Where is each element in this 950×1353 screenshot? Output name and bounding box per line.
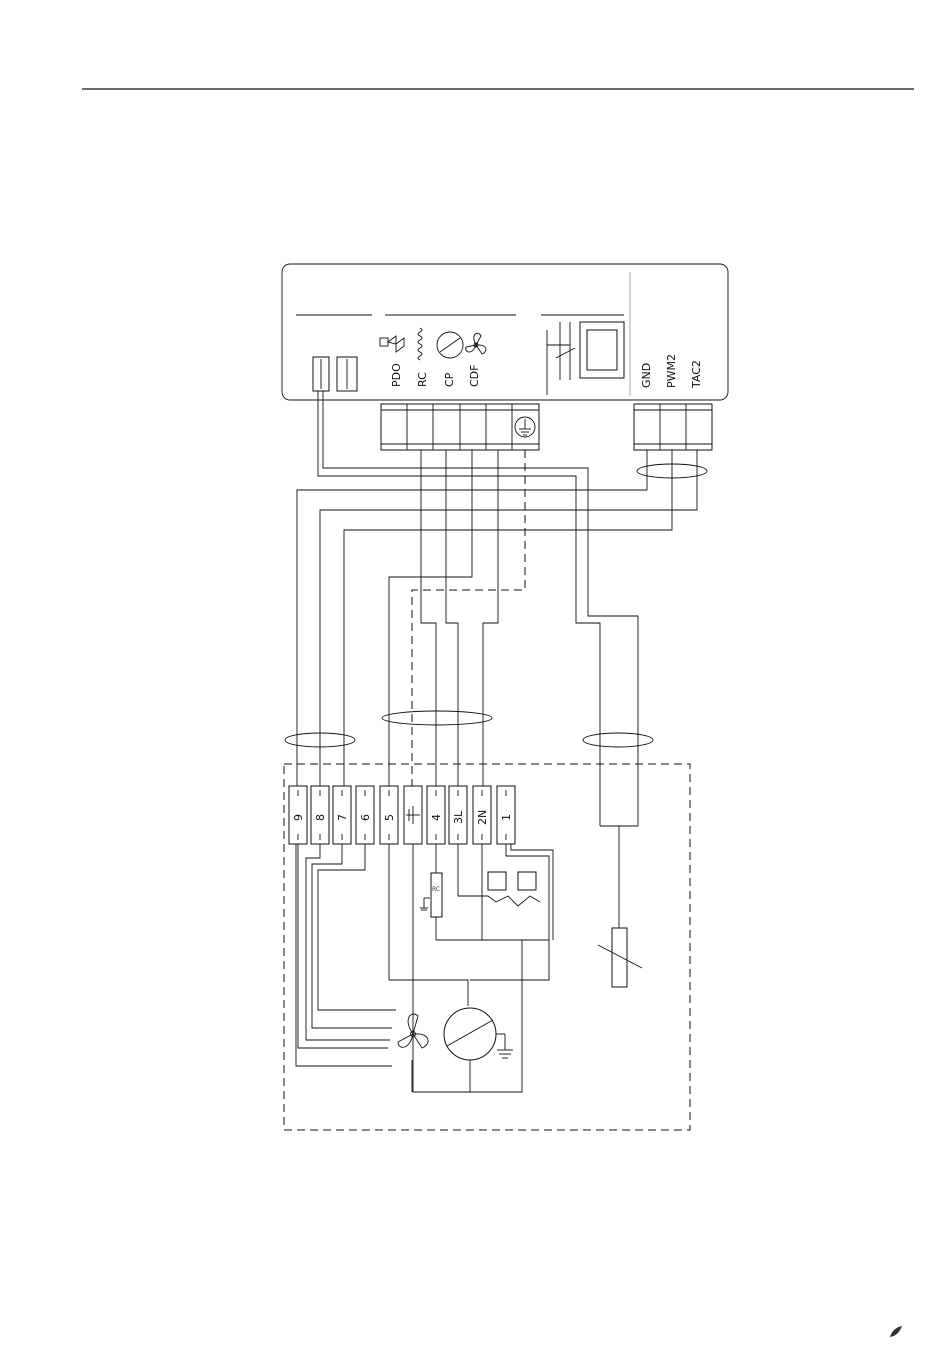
terminal-label-5: 5 [383,814,396,821]
sensor-mark [598,945,642,968]
cable-bundle-power [382,711,492,725]
resistor-earth-icon [420,898,430,910]
terminal-earth [404,786,422,844]
terminal-earth-icon [406,806,420,824]
terminal-label-9: 9 [292,814,305,821]
label-tac2: TAC2 [690,360,703,389]
controller-power-terminals [381,404,539,450]
label-cdf: CDF [468,365,481,387]
terminal-label-6: 6 [359,814,372,821]
unit-terminal-block: 9 8 7 6 5 4 [289,786,515,844]
label-pwm2: PWM2 [665,354,678,388]
terminal-label-3l: 3L [452,810,465,824]
cable-bundle-sensor [583,733,653,747]
terminal-label-1: 1 [500,814,513,821]
label-rc: RC [416,372,429,387]
unit-internal-wiring [296,844,553,1092]
controller-unit: PDO RC CP CDF GND PWM2 TAC2 [282,264,728,400]
terminal-label-8: 8 [314,814,327,821]
controller-outline [282,264,728,400]
thermal-protector [488,872,540,906]
crankcase-resistor [431,873,442,917]
wiring [297,391,697,987]
temperature-sensor [612,928,627,987]
label-gnd: GND [640,363,653,388]
earth-symbol-icon [519,419,531,435]
terminal-label-7: 7 [336,814,349,821]
label-pdo: PDO [390,363,403,387]
terminal-label-2n: 2N [476,810,489,825]
resistor-label: RC [432,886,440,893]
compressor-motor-icon [444,1008,513,1060]
label-cp: CP [443,372,456,387]
controller-signal-terminals [634,404,712,450]
terminal-label-4: 4 [430,814,443,821]
leaf-logo-icon [890,1326,902,1337]
